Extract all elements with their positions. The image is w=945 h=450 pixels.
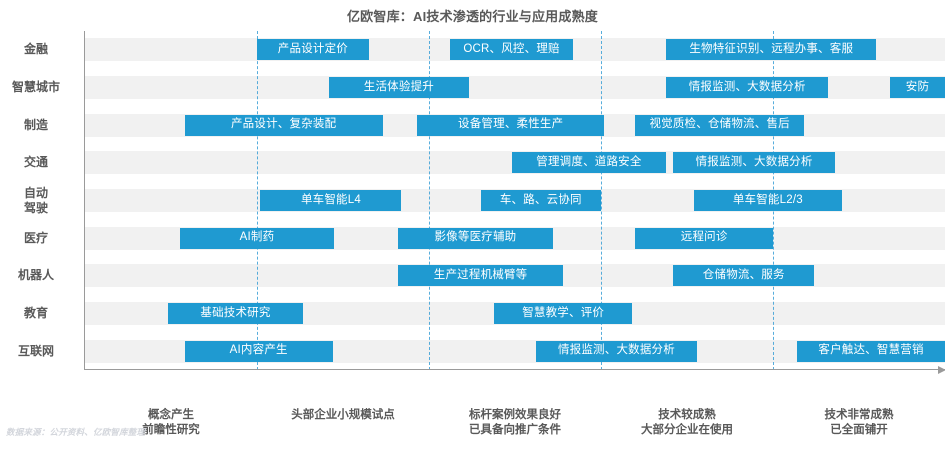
chart-bar[interactable]: 车、路、云协同 xyxy=(480,190,601,211)
chart-bar[interactable]: 仓储物流、服务 xyxy=(673,265,815,287)
y-axis-line xyxy=(84,31,85,370)
chart-bar[interactable]: 管理调度、道路安全 xyxy=(511,152,667,174)
chart-bar[interactable]: 设备管理、柔性生产 xyxy=(416,114,605,136)
chart-bar[interactable]: 生活体验提升 xyxy=(329,77,469,98)
chart-bar[interactable]: 情报监测、大数据分析 xyxy=(666,77,829,98)
source-note: 数据来源：公开资料、亿欧智库整理 xyxy=(6,427,146,437)
chart-bar[interactable]: AI制药 xyxy=(179,227,335,249)
x-axis-arrow-icon xyxy=(938,366,945,374)
page-title: 亿欧智库：AI技术渗透的行业与应用成熟度 xyxy=(346,9,598,24)
chart-bar[interactable]: 客户触达、智慧营销 xyxy=(797,340,945,362)
chart-bar[interactable]: 基础技术研究 xyxy=(167,303,304,324)
y-axis-label-line: 金融 xyxy=(23,42,48,57)
stage-caption-line: 已全面铺开 xyxy=(830,424,888,436)
chart-bar[interactable]: 视觉质检、仓储物流、售后 xyxy=(635,114,804,136)
gridline xyxy=(257,31,258,370)
y-axis-label: 机器人 xyxy=(0,268,76,283)
y-axis-label: 交通 xyxy=(0,155,76,170)
chart-bar[interactable]: OCR、风控、理赔 xyxy=(449,39,574,61)
chart-bar[interactable]: 智慧教学、评价 xyxy=(494,303,632,324)
stage-caption-line: 头部企业小规模试点 xyxy=(291,409,395,421)
y-axis-label-line: 智慧城市 xyxy=(11,80,60,94)
y-axis-label-line: 驾驶 xyxy=(23,200,48,215)
stage-caption-line: 技术较成熟 xyxy=(658,409,716,421)
chart-bar[interactable]: 单车智能L4 xyxy=(260,190,402,211)
chart-bar[interactable]: 单车智能L2/3 xyxy=(693,190,842,211)
y-axis-label: 教育 xyxy=(0,306,76,321)
chart-bar[interactable]: AI内容产生 xyxy=(184,340,333,362)
stage-caption-line: 前瞻性研究 xyxy=(142,424,200,436)
stage-caption-line: 概念产生 xyxy=(148,409,194,421)
y-axis-label: 智慧城市 xyxy=(0,80,76,95)
y-axis-label: 医疗 xyxy=(0,231,76,246)
y-axis-label-line: 教育 xyxy=(23,306,48,320)
y-axis-label: 金融 xyxy=(0,42,76,57)
chart-bar[interactable]: 生物特征识别、远程办事、客服 xyxy=(666,39,877,61)
y-axis-label: 制造 xyxy=(0,118,76,133)
chart-bar[interactable]: 产品设计、复杂装配 xyxy=(184,114,383,136)
chart-bar[interactable]: 情报监测、大数据分析 xyxy=(673,152,835,174)
y-axis-label-line: 自动 xyxy=(23,185,48,200)
stage-caption-line: 技术非常成熟 xyxy=(824,409,894,421)
y-axis-label: 自动驾驶 xyxy=(0,186,76,216)
x-axis-stage-caption: 标杆案例效果良好已具备向推广条件 xyxy=(440,408,590,438)
chart-bar[interactable]: 情报监测、大数据分析 xyxy=(535,340,698,362)
x-axis-stage-caption: 头部企业小规模试点 xyxy=(268,408,418,423)
x-axis-stage-caption: 技术较成熟大部分企业在使用 xyxy=(612,408,762,438)
x-axis-stage-caption: 技术非常成熟已全面铺开 xyxy=(784,408,934,438)
stage-caption-line: 已具备向推广条件 xyxy=(469,424,561,436)
gridline xyxy=(429,31,430,370)
stage-caption-line: 大部分企业在使用 xyxy=(641,424,733,436)
chart-bar[interactable]: 产品设计定价 xyxy=(257,39,369,61)
x-axis-stage-caption: 概念产生前瞻性研究 xyxy=(96,408,246,438)
y-axis-label-line: 医疗 xyxy=(23,230,48,245)
chart-bar[interactable]: 远程问诊 xyxy=(635,227,773,249)
y-axis-label: 互联网 xyxy=(0,344,76,359)
gridline xyxy=(601,31,602,370)
y-axis-label-line: 制造 xyxy=(23,117,48,132)
y-axis-label-line: 交通 xyxy=(23,155,48,170)
chart-bar[interactable]: 影像等医疗辅助 xyxy=(398,227,553,249)
stage-caption-line: 标杆案例效果良好 xyxy=(469,409,561,421)
y-axis-label-line: 互联网 xyxy=(17,343,54,358)
y-axis-label-line: 机器人 xyxy=(17,268,54,283)
x-axis-line xyxy=(84,366,945,374)
chart-bar[interactable]: 生产过程机械臂等 xyxy=(398,265,564,287)
chart-bar[interactable]: 安防 xyxy=(889,77,945,98)
